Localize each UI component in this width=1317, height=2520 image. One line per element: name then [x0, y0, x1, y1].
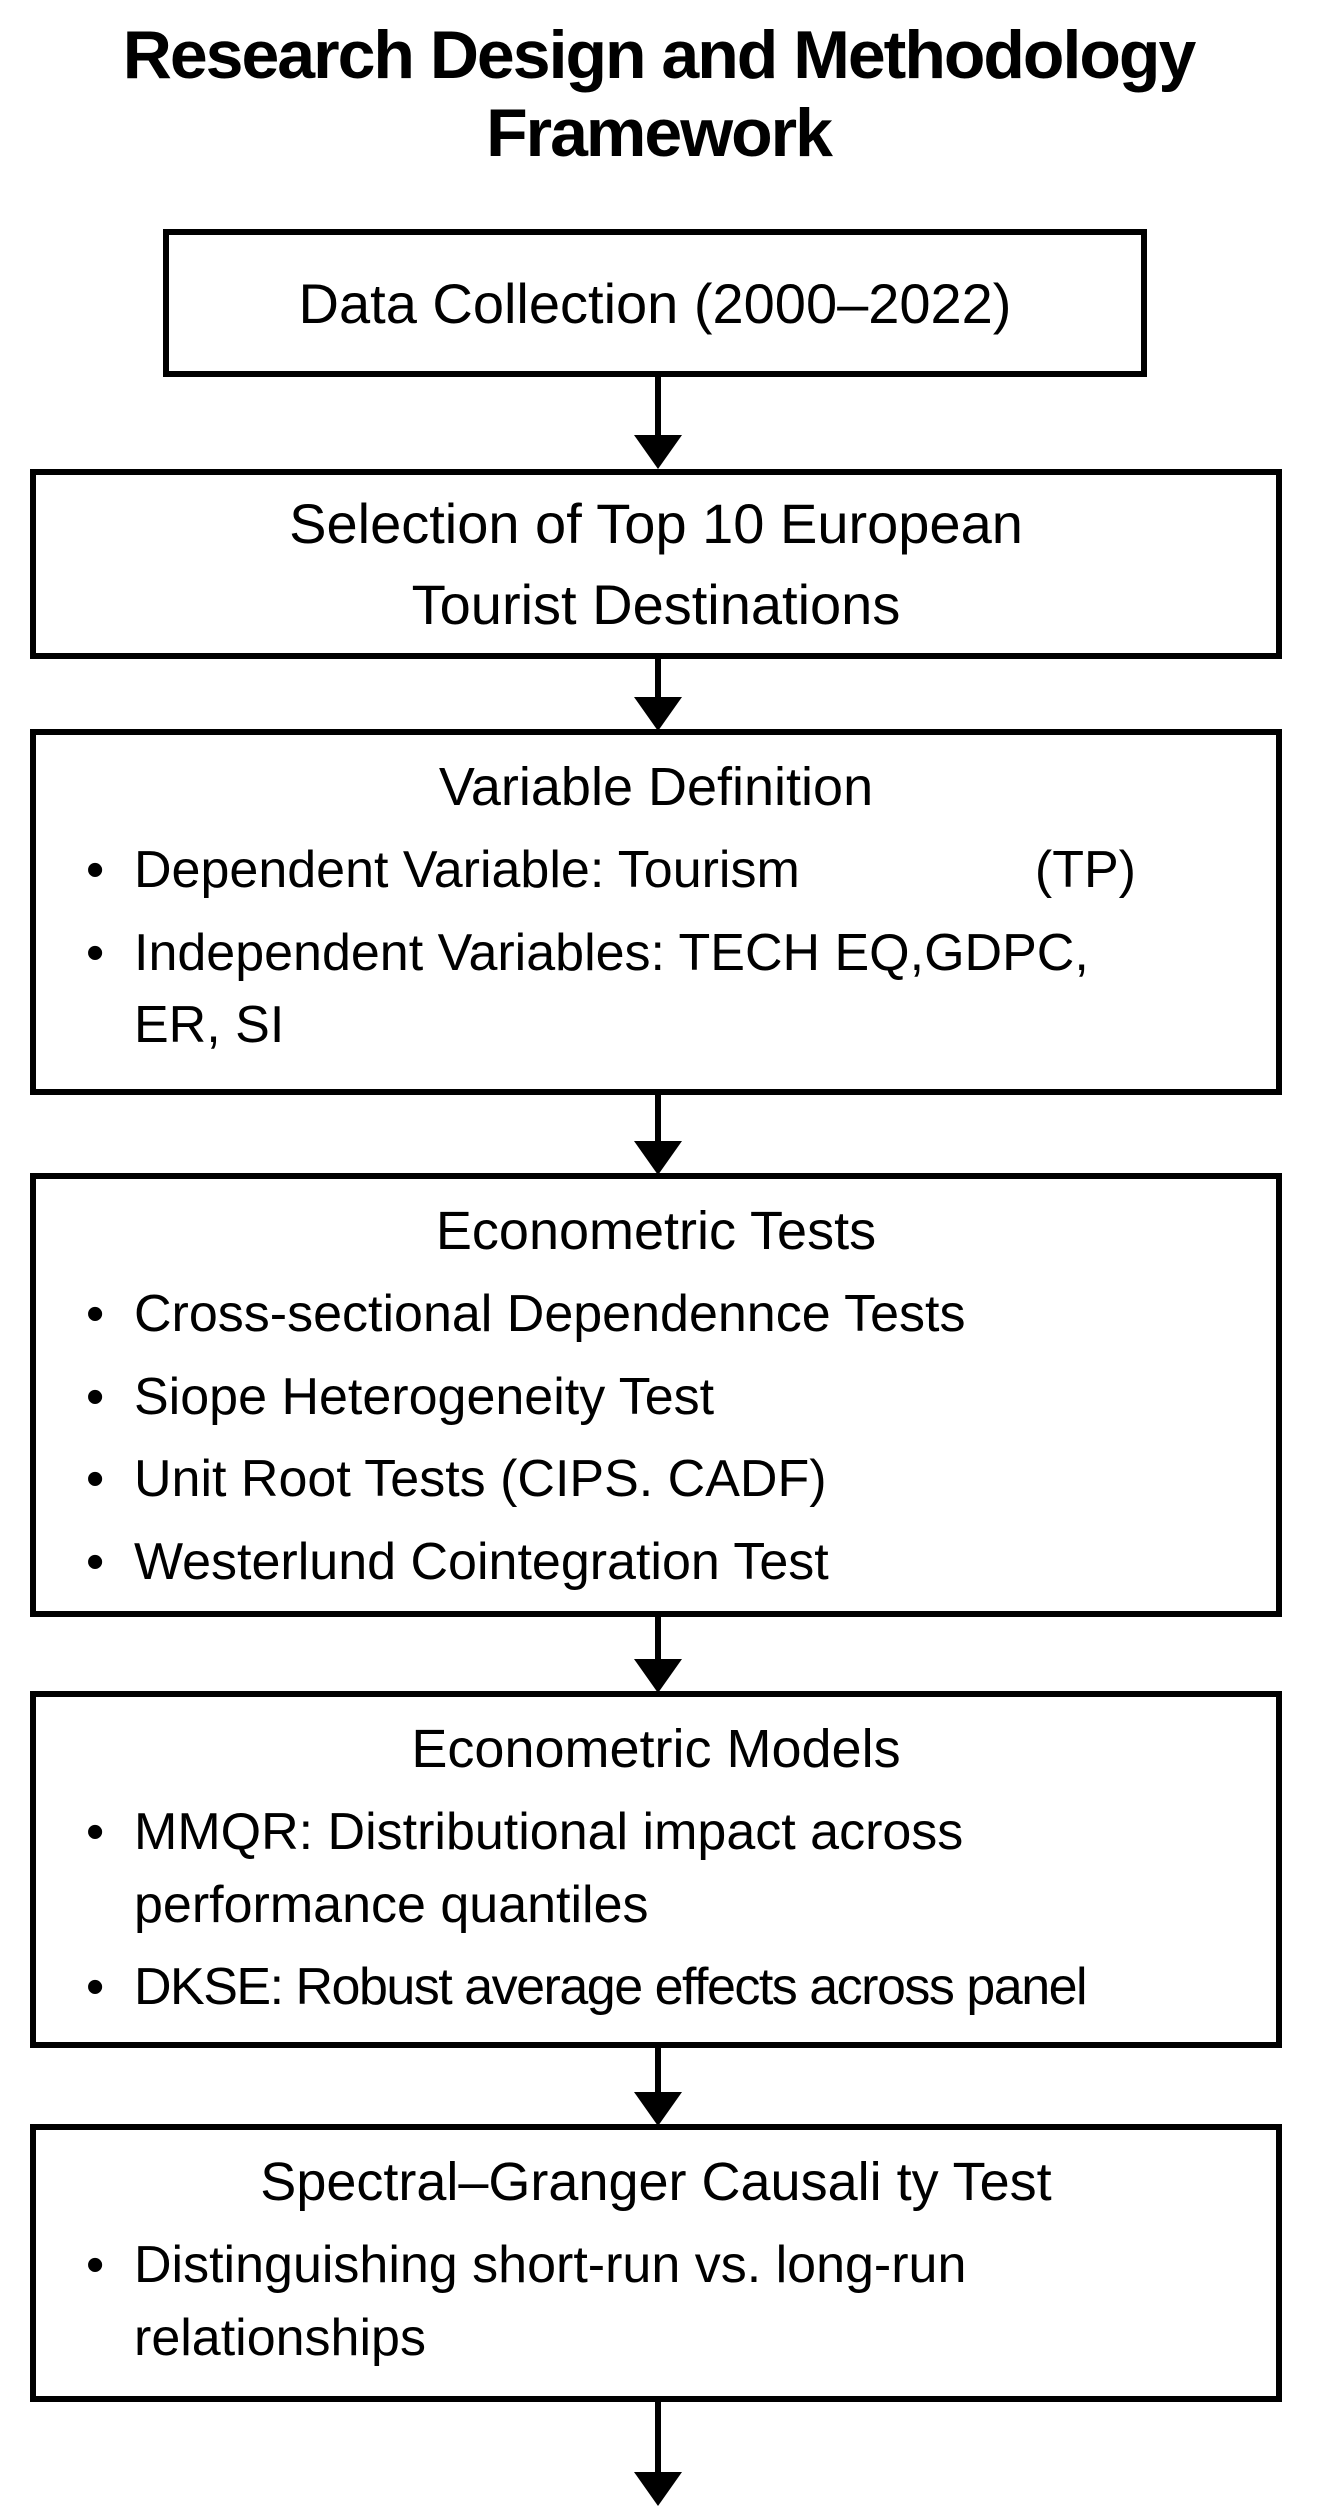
page-title: Research Design and Methodology Framewor… — [0, 16, 1317, 172]
arrow-down-icon-1 — [634, 377, 682, 469]
bullet-line-1: Distinguishing short-run vs. long-run — [134, 2235, 967, 2294]
bullet-icon: • — [86, 1802, 105, 1861]
bullet-line-2: performance quantiles — [134, 1875, 649, 1934]
box-heading-spectral-granger: Spectral–Granger Causali ty Test — [260, 2152, 1052, 2212]
bullet-line-2: relationships — [134, 2308, 426, 2367]
bullet-line-1: Independent Variables: TECH EQ,GDPC, — [134, 923, 1089, 982]
flow-box-spectral-granger: Spectral–Granger Causali ty Test • Disti… — [30, 2124, 1282, 2402]
list-item-slope-heterogeneity: • Siope Heterogeneity Test — [86, 1361, 1236, 1434]
arrow-down-icon-4 — [634, 1617, 682, 1693]
box-heading-econometric-models: Econometric Models — [411, 1719, 901, 1779]
bullet-text: Siope Heterogeneity Test — [134, 1367, 715, 1426]
bullet-text: Unit Root Tests (CIPS. CADF) — [134, 1450, 827, 1509]
arrow-down-icon-3 — [634, 1095, 682, 1175]
bullet-icon: • — [86, 2235, 105, 2294]
bullet-text: Dependent Variable: Tourism — [134, 840, 800, 899]
bullet-text: Westerlund Cointegration Test — [134, 1533, 829, 1592]
bullet-list-variable-definition: • Dependent Variable: Tourism (TP) • Ind… — [36, 834, 1276, 1062]
list-item-cross-sectional: • Cross-sectional Dependennce Tests — [86, 1278, 1236, 1351]
title-line-1: Research Design and Methodology — [122, 17, 1197, 93]
list-item-unit-root: • Unit Root Tests (CIPS. CADF) — [86, 1443, 1236, 1516]
bullet-icon: • — [86, 1958, 105, 2017]
list-item-dkse: • DKSE: Robust average effects across pa… — [86, 1951, 1236, 2024]
list-item-distinguishing: • Distinguishing short-run vs. long-run … — [86, 2229, 1236, 2375]
bullet-text: Cross-sectional Dependennce Tests — [134, 1284, 966, 1343]
bullet-icon: • — [86, 1284, 105, 1343]
box-label-selection-line-2: Tourist Destinations — [411, 573, 901, 636]
bullet-icon: • — [86, 1367, 105, 1426]
box-heading-econometric-tests: Econometric Tests — [435, 1201, 877, 1261]
box-label-data-collection: Data Collection (2000–2022) — [298, 271, 1012, 335]
arrow-down-icon-6 — [634, 2402, 682, 2506]
box-label-selection-line-1: Selection of Top 10 European — [289, 491, 1023, 555]
list-item-mmqr: • MMQR: Distributional impact across per… — [86, 1796, 1236, 1942]
bullet-text: DKSE: Robust average effects across pane… — [134, 1958, 1088, 2017]
bullet-list-spectral-granger: • Distinguishing short-run vs. long-run … — [36, 2229, 1276, 2375]
title-line-2: Framework — [486, 95, 833, 172]
list-item-westerlund: • Westerlund Cointegration Test — [86, 1526, 1236, 1599]
bullet-suffix: (TP) — [1034, 840, 1136, 899]
list-item-independent-variables: • Independent Variables: TECH EQ,GDPC, E… — [86, 917, 1236, 1063]
bullet-list-econometric-tests: • Cross-sectional Dependennce Tests • Si… — [36, 1278, 1276, 1599]
bullet-line-2: ER, SI — [134, 996, 285, 1055]
bullet-line-1: MMQR: Distributional impact across — [134, 1802, 964, 1861]
flow-box-variable-definition: Variable Definition • Dependent Variable… — [30, 729, 1282, 1095]
bullet-list-econometric-models: • MMQR: Distributional impact across per… — [36, 1796, 1276, 2024]
bullet-icon: • — [86, 1533, 105, 1592]
flow-box-destination-selection: Selection of Top 10 European Tourist Des… — [30, 469, 1282, 659]
bullet-icon: • — [86, 840, 105, 899]
box-heading-variable-definition: Variable Definition — [438, 757, 874, 817]
bullet-icon: • — [86, 1450, 105, 1509]
arrow-down-icon-2 — [634, 659, 682, 731]
arrow-down-icon-5 — [634, 2048, 682, 2126]
flow-box-econometric-models: Econometric Models • MMQR: Distributiona… — [30, 1691, 1282, 2048]
flow-box-data-collection: Data Collection (2000–2022) — [163, 229, 1147, 377]
bullet-icon: • — [86, 923, 105, 982]
flow-box-econometric-tests: Econometric Tests • Cross-sectional Depe… — [30, 1173, 1282, 1617]
list-item-dependent-variable: • Dependent Variable: Tourism (TP) — [86, 834, 1236, 907]
